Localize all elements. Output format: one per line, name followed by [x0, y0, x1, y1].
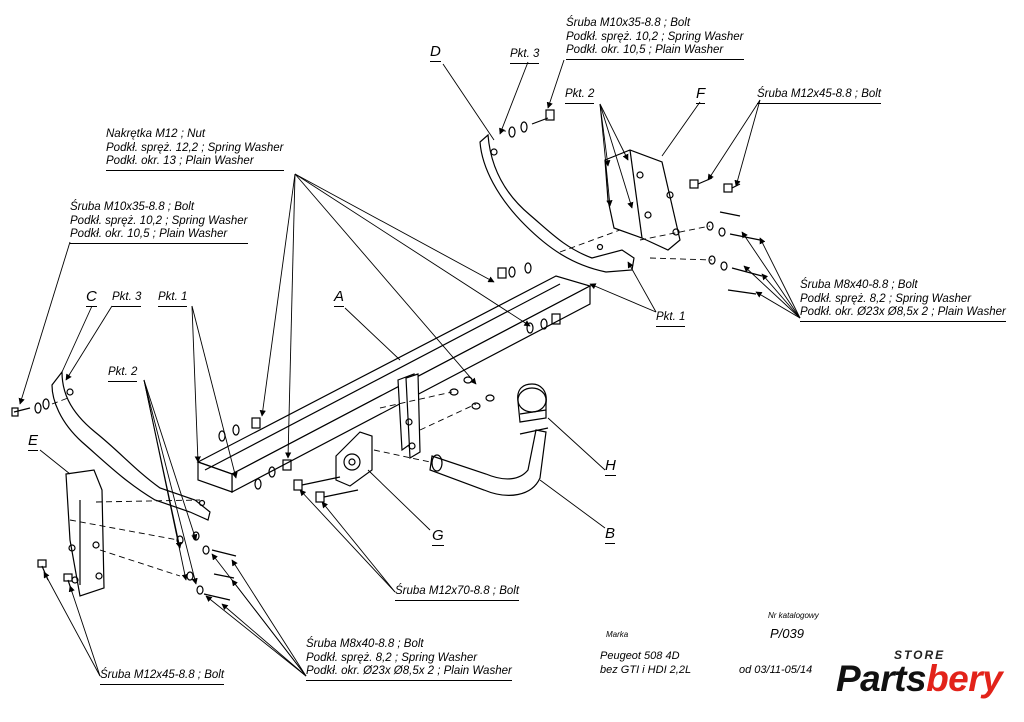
- washers-center: [218, 262, 561, 490]
- callout-bolt-m12x70: Śruba M12x70-8.8 ; Bolt: [395, 585, 520, 601]
- point-label-pkt3-top: Pkt. 3: [510, 48, 540, 64]
- part-label-b: B: [605, 525, 616, 544]
- point-label-pkt1-left: Pkt. 1: [158, 291, 188, 307]
- callout-bolt-m12x45-top: Śruba M12x45-8.8 ; Bolt: [757, 88, 882, 104]
- point-label-pkt2-top: Pkt. 2: [565, 88, 595, 104]
- bolts-left: [11, 398, 73, 593]
- model-line-2: bez GTI i HDI 2,2L: [600, 664, 692, 676]
- bracket-f: [604, 149, 681, 251]
- center-bracket: [397, 373, 421, 460]
- logo-brand-dark: Parts: [836, 658, 927, 699]
- callout-line: Podkł. spręż. 8,2 ; Spring Washer: [800, 292, 972, 305]
- callout-line: Śruba M10x35-8.8 ; Bolt: [70, 201, 195, 213]
- callout-bolt-m12x45-bottom: Śruba M12x45-8.8 ; Bolt: [100, 669, 225, 685]
- part-label-h: H: [605, 457, 616, 476]
- socket-plate-g: [335, 431, 373, 487]
- part-label-c: C: [86, 288, 97, 307]
- tow-hook-b: [429, 427, 549, 496]
- leader-lines: [18, 59, 801, 677]
- catalog-label: Nr katalogowy: [768, 611, 819, 620]
- part-label-d: D: [430, 43, 441, 62]
- callout-line: Nakrętka M12 ; Nut: [106, 128, 206, 140]
- point-label-pkt2-left: Pkt. 2: [108, 366, 138, 382]
- point-label-pkt3-left: Pkt. 3: [112, 291, 142, 307]
- callout-line: Podkł. spręż. 8,2 ; Spring Washer: [306, 651, 478, 664]
- callout-bolt-left: Śruba M10x35-8.8 ; Bolt Podkł. spręż. 10…: [70, 201, 248, 244]
- tow-ball-h: [517, 383, 547, 423]
- callout-line: Podkł. okr. 10,5 ; Plain Washer: [566, 44, 724, 56]
- logo-brand-red: bery: [926, 658, 1003, 699]
- callout-line: Podkł. okr. Ø23x Ø8,5x 2 ; Plain Washer: [306, 665, 512, 677]
- callout-line: Podkł. okr. Ø23x Ø8,5x 2 ; Plain Washer: [800, 306, 1006, 318]
- part-label-a: A: [334, 288, 345, 307]
- callout-bolt-m8-bottom: Śruba M8x40-8.8 ; Bolt Podkł. spręż. 8,2…: [306, 638, 512, 681]
- bolts-m12x70: [293, 476, 359, 503]
- callout-line: Śruba M8x40-8.8 ; Bolt: [306, 638, 424, 650]
- logo-brand-text: Partsbery: [836, 658, 1003, 700]
- bolts-bottom: [176, 531, 237, 601]
- date-range: od 03/11-05/14: [739, 664, 813, 676]
- bracket-e: [65, 469, 105, 597]
- callout-line: Podkł. spręż. 10,2 ; Spring Washer: [566, 30, 744, 43]
- callout-line: Podkł. okr. 10,5 ; Plain Washer: [70, 228, 228, 240]
- callout-bolt-m8-right: Śruba M8x40-8.8 ; Bolt Podkł. spręż. 8,2…: [800, 279, 1006, 322]
- model-line-1: Peugeot 508 4D: [600, 650, 680, 662]
- partsbery-logo: STORE Partsbery: [836, 648, 1006, 704]
- callout-line: Śruba M10x35-8.8 ; Bolt: [566, 17, 691, 29]
- part-label-e: E: [28, 432, 39, 451]
- callout-line: Śruba M8x40-8.8 ; Bolt: [800, 279, 918, 291]
- brand-label: Marka: [606, 630, 629, 639]
- callout-line: Podkł. spręż. 12,2 ; Spring Washer: [106, 141, 284, 154]
- callout-line: Podkł. spręż. 10,2 ; Spring Washer: [70, 214, 248, 227]
- point-label-pkt1-right: Pkt. 1: [656, 311, 686, 327]
- callout-nut: Nakrętka M12 ; Nut Podkł. spręż. 12,2 ; …: [106, 128, 284, 171]
- logo-store-text: STORE: [894, 648, 946, 662]
- side-arm-c: [51, 370, 211, 521]
- callout-bolt-top: Śruba M10x35-8.8 ; Bolt Podkł. spręż. 10…: [566, 17, 744, 60]
- catalog-number: P/039: [770, 626, 804, 641]
- assembly-lines: [51, 129, 713, 577]
- part-label-f: F: [696, 85, 706, 104]
- part-label-g: G: [432, 527, 444, 546]
- callout-line: Podkł. okr. 13 ; Plain Washer: [106, 155, 254, 167]
